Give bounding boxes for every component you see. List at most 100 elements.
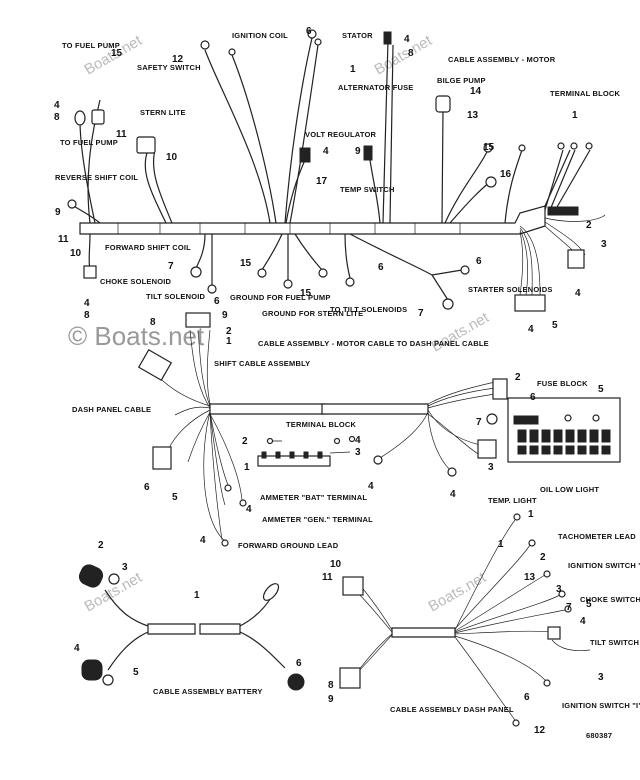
svg-text:2: 2	[242, 436, 248, 447]
starter-solenoid-branch	[349, 233, 433, 276]
label-ground-fuel-pump: GROUND FOR FUEL PUMP	[230, 293, 331, 302]
label-bilge-pump: BILGE PUMP	[437, 76, 486, 85]
svg-text:5: 5	[586, 599, 592, 610]
svg-text:4: 4	[404, 34, 410, 45]
battery-terminal-2	[78, 564, 104, 588]
label-to-tilt-solenoids: TO TILT SOLENOIDS	[330, 305, 407, 314]
svg-text:4: 4	[74, 643, 80, 654]
label-reverse-shift-coil: REVERSE SHIFT COIL	[55, 173, 138, 182]
connector-2c	[492, 378, 508, 400]
label-shift-cable-assembly: SHIFT CABLE ASSEMBLY	[214, 359, 310, 368]
svg-text:3: 3	[355, 447, 361, 458]
svg-text:8: 8	[408, 48, 414, 59]
svg-text:13: 13	[524, 572, 536, 583]
svg-text:1: 1	[194, 590, 200, 601]
svg-text:2: 2	[586, 220, 592, 231]
shift-cable-connector	[185, 312, 211, 328]
svg-text:9: 9	[328, 694, 334, 705]
label-to-fuel-pump-2: TO FUEL PUMP	[60, 138, 118, 147]
ignition-coil-branch	[284, 37, 313, 224]
svg-text:3: 3	[122, 562, 128, 573]
svg-text:6: 6	[144, 482, 150, 493]
label-drawing-number: 680387	[586, 731, 612, 740]
watermark-5: Boats.net	[426, 569, 490, 616]
terminal-block-fan	[519, 214, 606, 296]
svg-text:6: 6	[476, 256, 482, 267]
svg-text:4: 4	[54, 100, 60, 111]
svg-text:5: 5	[133, 667, 139, 678]
svg-text:4: 4	[246, 504, 252, 515]
choke-solenoid-branch	[88, 233, 91, 271]
choke-solenoid-connector	[83, 265, 97, 279]
svg-text:7: 7	[168, 261, 174, 272]
label-ignition-switch-i: IGNITION SWITCH "I" TERMINAL	[562, 701, 640, 710]
dash-labels: SHIFT CABLE ASSEMBLY CABLE ASSEMBLY - MO…	[72, 339, 588, 550]
motor-harness-main	[79, 205, 546, 235]
label-cable-assembly-motor: CABLE ASSEMBLY - MOTOR	[448, 55, 556, 64]
svg-text:7: 7	[476, 417, 482, 428]
svg-text:3: 3	[598, 672, 604, 683]
svg-text:4: 4	[355, 435, 361, 446]
svg-text:6: 6	[296, 658, 302, 669]
connector-10-11	[342, 576, 364, 596]
svg-text:11: 11	[58, 234, 69, 245]
connector-8-9	[339, 667, 361, 689]
svg-text:11: 11	[116, 129, 127, 140]
dash-harness-left	[209, 403, 326, 415]
svg-text:2: 2	[98, 540, 104, 551]
svg-text:1: 1	[498, 539, 504, 550]
svg-text:4: 4	[575, 288, 581, 299]
svg-text:1: 1	[244, 462, 250, 473]
label-ground-stern-lite: GROUND FOR STERN LITE	[262, 309, 363, 318]
label-to-fuel-pump: TO FUEL PUMP	[62, 41, 120, 50]
label-temp-light: TEMP. LIGHT	[488, 496, 537, 505]
bilge-pump-connector	[435, 95, 451, 113]
svg-text:10: 10	[166, 152, 178, 163]
svg-text:1: 1	[572, 110, 578, 121]
watermarks: Boats.net Boats.net Boats.net Boats.net …	[68, 32, 493, 616]
label-choke-solenoid: CHOKE SOLENOID	[100, 277, 172, 286]
label-forward-ground-lead: FORWARD GROUND LEAD	[238, 541, 339, 550]
svg-text:8: 8	[54, 112, 60, 123]
motor-callouts: 15 12 6 4 8 1 4 8 14 13 1 11 10 4 17 9 9…	[54, 26, 607, 335]
starter-solenoid-connector	[514, 294, 546, 312]
svg-text:9: 9	[55, 207, 61, 218]
svg-text:2: 2	[226, 326, 232, 337]
safety-switch-terminal	[200, 40, 210, 50]
motor-labels: TO FUEL PUMP SAFETY SWITCH IGNITION COIL…	[55, 31, 620, 318]
battery-labels: CABLE ASSEMBLY BATTERY 2 3 1 4 5 6	[74, 540, 302, 696]
safety-switch-branch	[204, 49, 271, 224]
fuse-array	[513, 414, 611, 455]
dash-panel-cable	[339, 513, 591, 727]
stern-lite-branch	[144, 149, 167, 224]
connector-6e	[152, 446, 172, 470]
svg-text:15: 15	[111, 48, 123, 59]
fuse-block	[507, 397, 621, 463]
svg-text:8: 8	[84, 310, 90, 321]
label-tilt-switch: TILT SWITCH	[590, 638, 639, 647]
label-terminal-block-mid: TERMINAL BLOCK	[286, 420, 357, 429]
battery-cable-assembly	[78, 564, 305, 691]
svg-text:7: 7	[566, 602, 572, 613]
dash-callouts: 8 9 2 1 2 5 6 7 2 4 3 1 6 5 4 4 3 4 4	[144, 310, 604, 546]
label-ignition-coil: IGNITION COIL	[232, 31, 288, 40]
svg-text:6: 6	[378, 262, 384, 273]
tilt-switch-connector	[547, 626, 561, 640]
svg-text:4: 4	[580, 616, 586, 627]
volt-regulator-branch	[285, 159, 306, 224]
label-safety-switch: SAFETY SWITCH	[137, 63, 201, 72]
tilt-solenoid-leads	[294, 233, 323, 271]
reverse-shift-branch	[71, 204, 101, 224]
ground-fuel-pump-branch	[261, 233, 283, 271]
label-tilt-solenoid: TILT SOLENOID	[146, 292, 206, 301]
connector-3b	[477, 439, 497, 459]
svg-text:11: 11	[322, 572, 333, 583]
stator-branch	[382, 39, 389, 224]
label-cable-assembly-dash-panel: CABLE ASSEMBLY DASH PANEL	[390, 705, 514, 714]
label-dash-panel-cable: DASH PANEL CABLE	[72, 405, 151, 414]
svg-text:8: 8	[150, 317, 156, 328]
connector-3a	[567, 249, 585, 269]
svg-text:4: 4	[450, 489, 456, 500]
label-stern-lite: STERN LITE	[140, 108, 186, 117]
svg-text:8: 8	[328, 680, 334, 691]
